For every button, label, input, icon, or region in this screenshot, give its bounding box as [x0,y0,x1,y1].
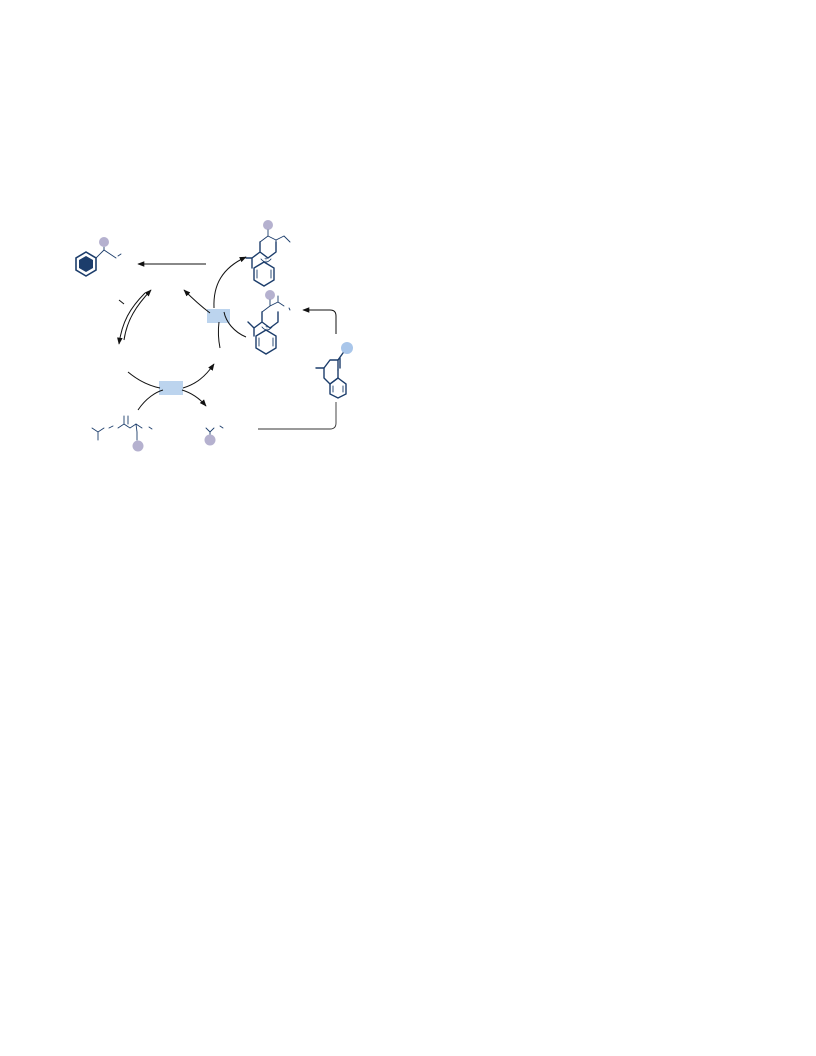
product-structure [75,237,122,277]
arrow-to-top-cation [213,256,247,309]
reagent-structure [315,342,353,399]
product-substituent-circle [99,237,109,247]
catalyst-box-bottom [159,381,183,395]
middle-benzo-ring [255,329,277,355]
substrate-structure [91,415,153,452]
cation-intermediate-top: + [245,220,291,287]
substrate-substituent-circle [132,440,144,452]
arrow-right-up [217,321,221,349]
recycle-connector-line [258,402,337,430]
middle-cation-charge: + [265,325,269,331]
arrow-bottom-to-right [182,363,215,389]
reagent-to-cation-arrow [302,307,337,334]
equilibrium-arrow-up [123,289,152,341]
equilibrium-arrow-down [117,292,146,345]
top-substituent-circle [263,220,273,230]
top-cation-charge: + [264,257,268,263]
catalyst-box-right [207,309,230,323]
byproduct-structure [204,425,224,446]
arrow-into-bottom-catalyst [127,371,161,389]
cation-intermediate-middle: + [247,290,291,355]
top-benzo-ring [253,261,275,287]
arrow-from-substrate [137,389,164,411]
middle-substituent-circle [265,290,275,300]
arrow-from-middle-cation [223,311,247,338]
reagent-highlight-circle [341,342,353,354]
reagent-benzo-ring [329,377,347,399]
byproduct-substituent-circle [204,434,216,446]
product-ring-fill [79,256,93,272]
equilibrium-tick [118,299,125,305]
arrow-to-byproduct [181,389,207,407]
arrow-to-upper-left [183,289,211,314]
